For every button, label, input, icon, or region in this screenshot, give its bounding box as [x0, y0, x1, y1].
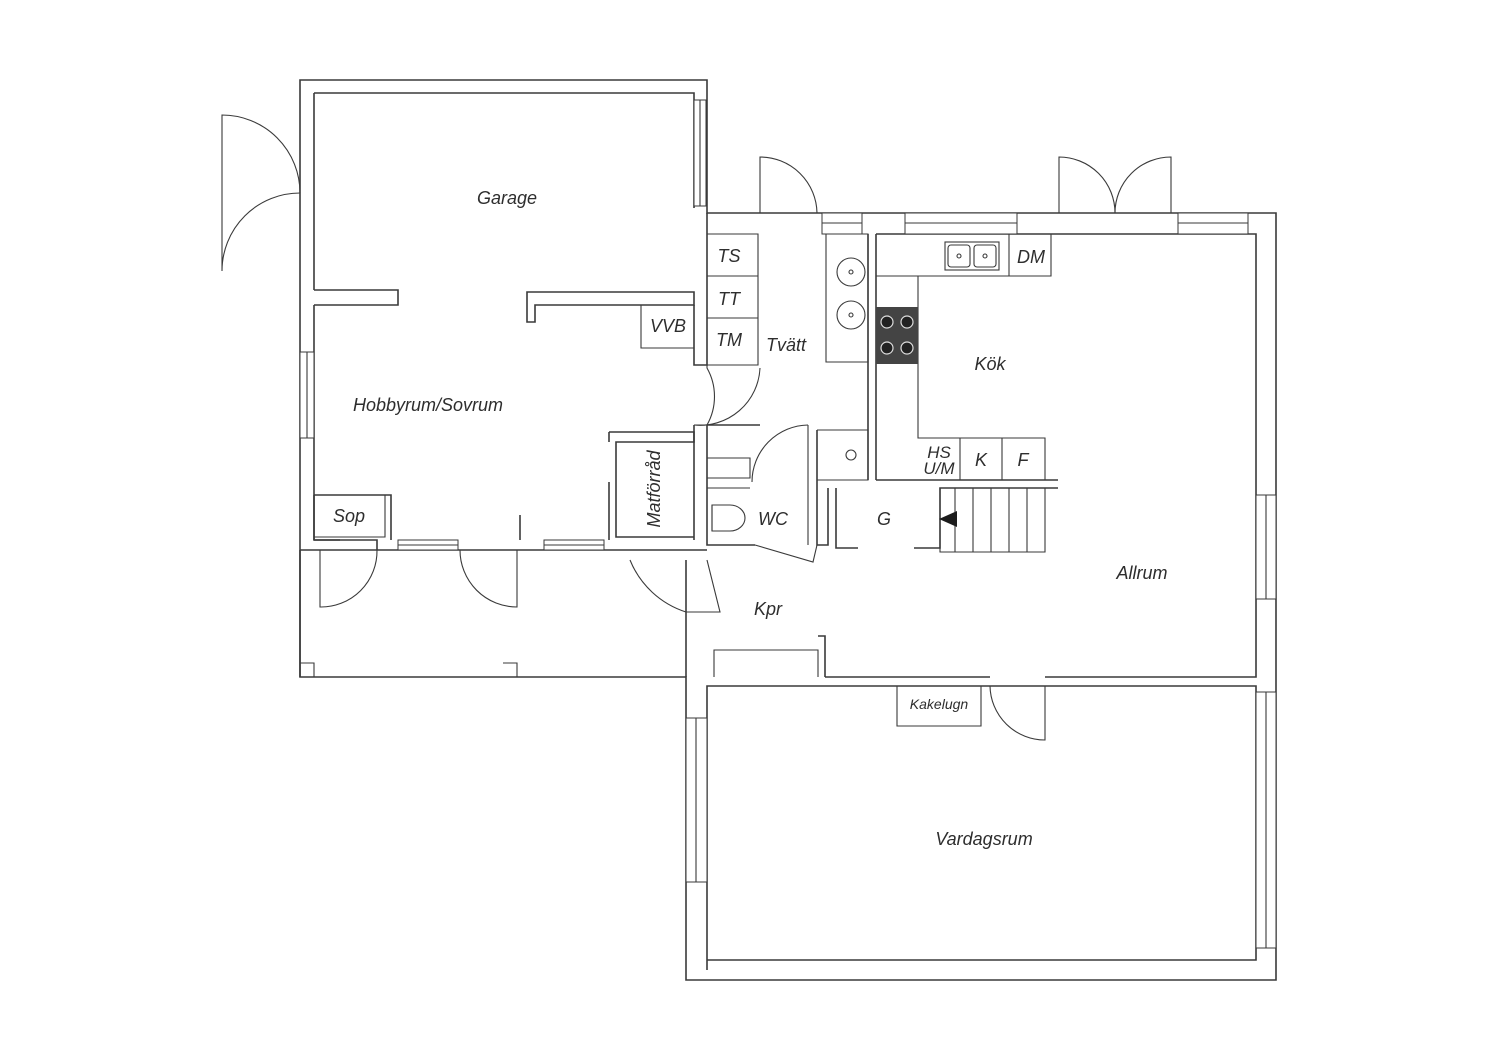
door-swing-icon	[751, 424, 809, 545]
door-swing-icon	[759, 156, 818, 214]
room-labels: Garage Hobbyrum/Sovrum Sop VVB Matförråd…	[333, 188, 1168, 849]
label-kakelugn: Kakelugn	[910, 696, 969, 712]
label-ts: TS	[717, 246, 740, 266]
door-swing-icon	[1058, 156, 1172, 214]
stove-icon	[876, 307, 918, 364]
label-sop: Sop	[333, 506, 365, 526]
label-kpr: Kpr	[754, 599, 783, 619]
sink-icon	[836, 257, 866, 330]
door-swing-icon	[754, 544, 818, 563]
window-icon	[543, 539, 605, 551]
label-f: F	[1018, 450, 1030, 470]
toilet-icon	[711, 504, 746, 532]
window-icon	[1255, 691, 1277, 949]
door-swing-icon	[693, 365, 761, 426]
window-icon	[821, 212, 863, 235]
label-tm: TM	[716, 330, 742, 350]
label-vvb: VVB	[650, 316, 686, 336]
door-swing-icon	[221, 114, 301, 272]
window-icon	[1255, 494, 1277, 600]
label-tvatt: Tvätt	[766, 335, 807, 355]
label-g: G	[877, 509, 891, 529]
label-tt: TT	[718, 289, 742, 309]
label-vardagsrum: Vardagsrum	[935, 829, 1032, 849]
label-garage: Garage	[477, 188, 537, 208]
label-hs: HS	[927, 443, 951, 462]
windows	[299, 99, 1277, 949]
interior-walls	[299, 213, 1058, 727]
label-wc: WC	[758, 509, 789, 529]
window-icon	[1177, 212, 1249, 235]
fixtures	[711, 241, 1000, 532]
doors	[221, 114, 1172, 741]
label-k: K	[975, 450, 988, 470]
label-matforrad: Matförråd	[644, 449, 664, 527]
label-hobbyrum: Hobbyrum/Sovrum	[353, 395, 503, 415]
window-icon	[904, 212, 1018, 235]
sink-icon	[845, 449, 857, 461]
door-swing-icon	[319, 549, 378, 608]
exterior-walls	[299, 79, 1277, 981]
label-allrum: Allrum	[1115, 563, 1167, 583]
label-kok: Kök	[974, 354, 1006, 374]
window-icon	[299, 351, 315, 439]
window-icon	[693, 99, 707, 207]
door-swing-icon	[989, 685, 1046, 741]
door-swing-icon	[629, 559, 721, 613]
window-icon	[685, 717, 708, 883]
label-um: U/M	[923, 459, 955, 478]
stair-arrow-icon	[939, 511, 957, 527]
door-swing-icon	[459, 549, 518, 608]
sink-icon	[944, 241, 1000, 271]
label-dm: DM	[1017, 247, 1045, 267]
window-icon	[397, 539, 459, 551]
